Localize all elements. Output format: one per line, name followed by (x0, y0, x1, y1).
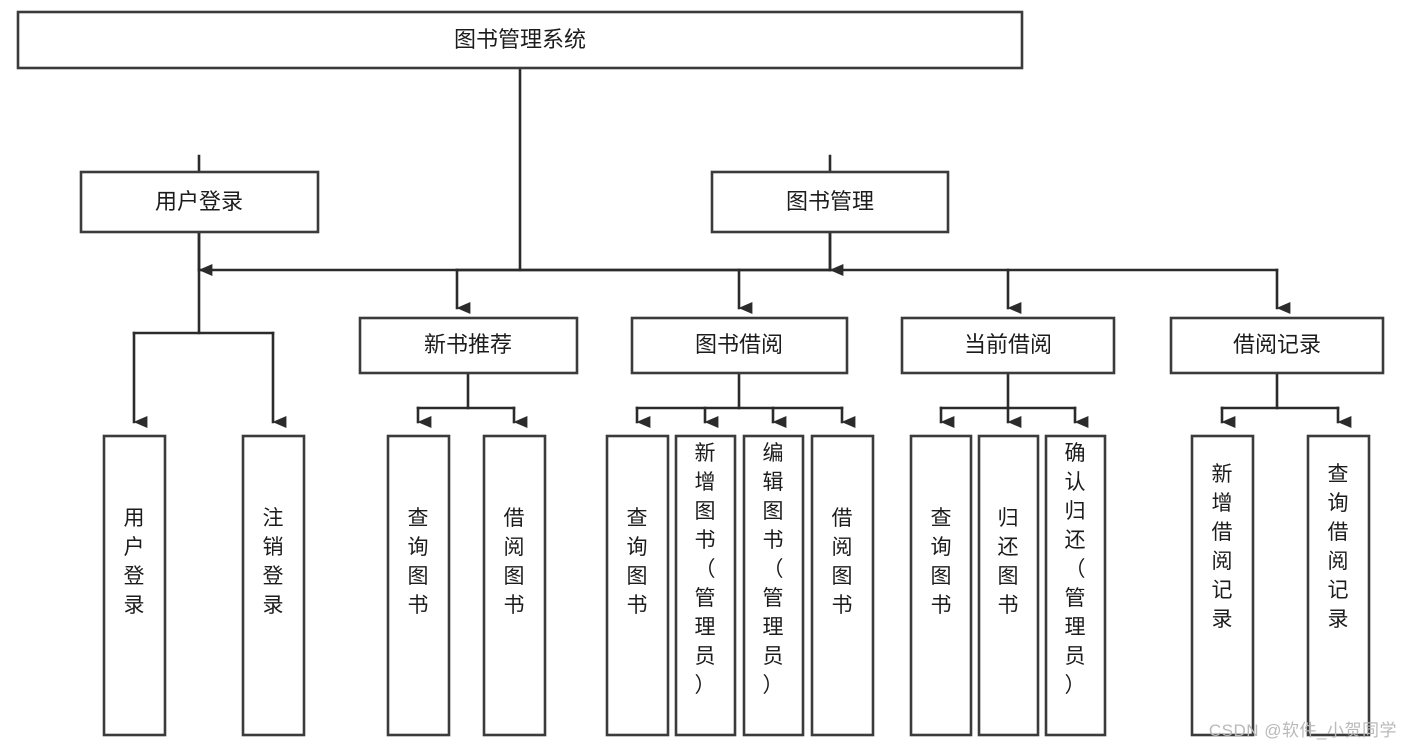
node-current-borrow-box[interactable] (900, 316, 1116, 375)
leaf-current-borrow-confirm[interactable]: 确认归还（管理员） (1044, 434, 1107, 737)
node-root-box[interactable] (16, 10, 1024, 70)
node-new-book-recommend[interactable]: 新书推荐 (358, 316, 579, 375)
leaf-box[interactable] (605, 434, 670, 737)
leaf-box[interactable] (742, 434, 805, 737)
watermark-text: CSDN @软件_小贺同学 (1208, 721, 1397, 740)
leaf-new-book-query[interactable]: 查询图书 (386, 434, 451, 737)
leaf-label: 确认归还（管理员） (1065, 442, 1086, 697)
leaf-label: 借阅图书 (832, 507, 853, 617)
node-book-manage-box[interactable] (710, 170, 950, 234)
connector-layer (132, 66, 1352, 428)
node-borrow-record[interactable]: 借阅记录 (1169, 316, 1385, 375)
leaf-label: 归还图书 (998, 507, 1019, 617)
leaf-book-borrow-query[interactable]: 查询图书 (605, 434, 670, 737)
leaf-borrow-record-add[interactable]: 新增借阅记录 (1190, 434, 1255, 737)
leaf-user-login-login[interactable]: 用户登录 (102, 434, 167, 737)
leaf-box[interactable] (810, 434, 875, 737)
node-user-login-box[interactable] (79, 170, 320, 234)
leaf-label: 新增借阅记录 (1212, 463, 1233, 631)
node-new-book-recommend-label: 新书推荐 (424, 332, 512, 357)
node-book-manage[interactable]: 图书管理 (710, 170, 950, 234)
leaf-label: 查询借阅记录 (1328, 463, 1349, 631)
node-borrow-record-box[interactable] (1169, 316, 1385, 375)
node-current-borrow-label: 当前借阅 (964, 332, 1052, 357)
leaf-book-borrow-edit[interactable]: 编辑图书（管理员） (742, 434, 805, 737)
leaf-box[interactable] (1306, 434, 1371, 737)
node-root-label: 图书管理系统 (454, 27, 586, 52)
node-user-login-label: 用户登录 (155, 189, 243, 214)
leaf-label: 查询图书 (931, 507, 952, 617)
node-root[interactable]: 图书管理系统 (16, 10, 1024, 70)
leaf-book-borrow-borrow[interactable]: 借阅图书 (810, 434, 875, 737)
leaf-label: 查询图书 (627, 507, 648, 617)
node-new-book-recommend-box[interactable] (358, 316, 579, 375)
leaf-label: 查询图书 (408, 507, 429, 617)
leaf-label: 编辑图书（管理员） (763, 442, 784, 697)
node-book-borrow[interactable]: 图书借阅 (630, 316, 849, 375)
leaf-box[interactable] (909, 434, 973, 737)
leaf-box[interactable] (102, 434, 167, 737)
leaf-box[interactable] (241, 434, 306, 737)
node-book-borrow-box[interactable] (630, 316, 849, 375)
leaf-box[interactable] (977, 434, 1040, 737)
leaf-new-book-borrow[interactable]: 借阅图书 (482, 434, 547, 737)
node-borrow-record-label: 借阅记录 (1233, 332, 1321, 357)
leaf-box[interactable] (674, 434, 737, 737)
node-user-login[interactable]: 用户登录 (79, 170, 320, 234)
leaf-current-borrow-return[interactable]: 归还图书 (977, 434, 1040, 737)
leaf-current-borrow-query[interactable]: 查询图书 (909, 434, 973, 737)
leaf-box[interactable] (482, 434, 547, 737)
leaf-user-login-logout[interactable]: 注销登录 (241, 434, 306, 737)
leaf-box[interactable] (1044, 434, 1107, 737)
leaf-label: 新增图书（管理员） (695, 442, 716, 697)
node-book-borrow-label: 图书借阅 (695, 332, 783, 357)
leaf-label: 用户登录 (124, 507, 145, 617)
node-book-manage-label: 图书管理 (786, 189, 874, 214)
leaf-label: 借阅图书 (504, 507, 525, 617)
leaf-book-borrow-add[interactable]: 新增图书（管理员） (674, 434, 737, 737)
node-current-borrow[interactable]: 当前借阅 (900, 316, 1116, 375)
leaf-box[interactable] (386, 434, 451, 737)
leaf-label: 注销登录 (263, 507, 284, 617)
leaf-borrow-record-query[interactable]: 查询借阅记录 (1306, 434, 1371, 737)
leaf-box[interactable] (1190, 434, 1255, 737)
